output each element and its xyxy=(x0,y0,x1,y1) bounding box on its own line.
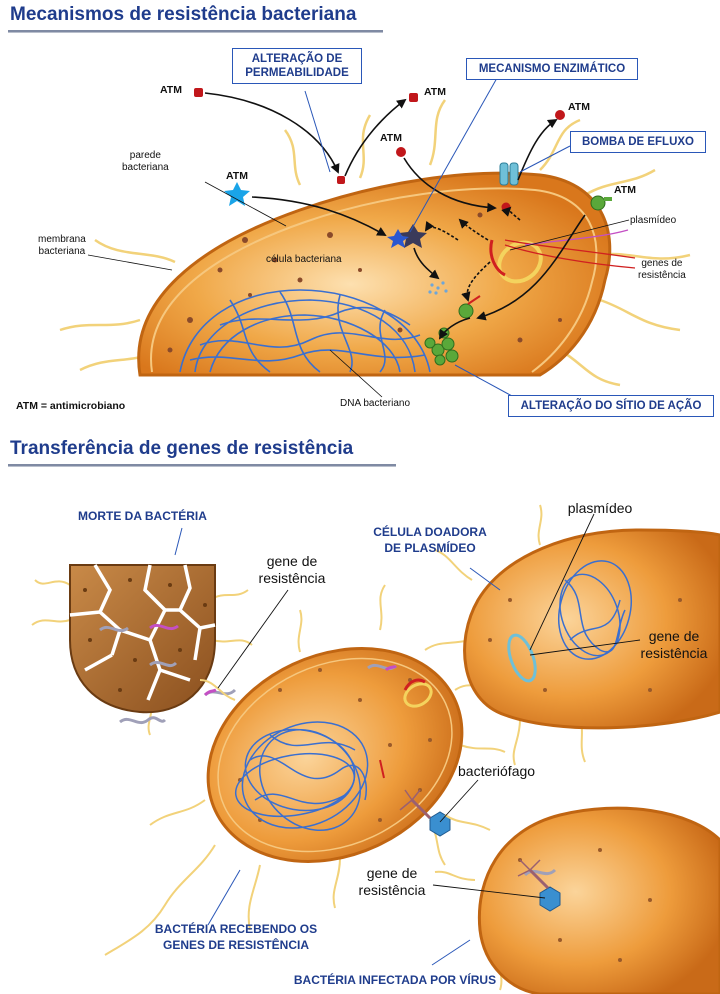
label-gene-3-line2: resistência xyxy=(352,882,432,899)
label-gene-1-line1: gene de xyxy=(252,553,332,570)
legend-atm: ATM = antimicrobiano xyxy=(16,400,125,413)
label-membrane-line1: membrana xyxy=(38,234,86,246)
label-membrane-line2: bacteriana xyxy=(38,246,86,258)
label-gene-1: gene de resistência xyxy=(252,553,332,587)
atm-at-pump xyxy=(502,203,511,212)
label-cell-wall-line1: parede xyxy=(122,150,169,162)
modified-target xyxy=(459,304,473,318)
label-phage: bacteriófago xyxy=(458,763,568,780)
caption-donor-line1: CÉLULA DOADORA xyxy=(360,524,500,540)
label-atm-1: ATM xyxy=(160,84,182,97)
box-permeability-line1: ALTERAÇÃO DE xyxy=(239,52,355,66)
label-gene-2: gene de resistência xyxy=(634,628,714,662)
label-resistance-genes-line2: resistência xyxy=(638,270,686,282)
caption-donor: CÉLULA DOADORA DE PLASMÍDEO xyxy=(360,524,500,556)
label-gene-1-line2: resistência xyxy=(252,570,332,587)
label-gene-2-line1: gene de xyxy=(634,628,714,645)
atm-in-wall xyxy=(337,176,345,184)
caption-receiving-line2: GENES DE RESISTÊNCIA xyxy=(136,937,336,953)
label-cell-wall: parede bacteriana xyxy=(122,150,169,174)
label-atm-5: ATM xyxy=(226,170,248,183)
label-resistance-genes-line1: genes de xyxy=(638,258,686,270)
label-gene-3: gene de resistência xyxy=(352,865,432,899)
box-site: ALTERAÇÃO DO SÍTIO DE AÇÃO xyxy=(508,395,714,417)
label-cell-wall-line2: bacteriana xyxy=(122,162,169,174)
caption-donor-line2: DE PLASMÍDEO xyxy=(360,540,500,556)
label-atm-3: ATM xyxy=(380,132,402,145)
box-enzymatic: MECANISMO ENZIMÁTICO xyxy=(466,58,638,80)
box-permeability: ALTERAÇÃO DE PERMEABILIDADE xyxy=(232,48,362,84)
atm-green-molecule xyxy=(591,196,605,210)
label-bacterial-dna: DNA bacteriano xyxy=(340,398,410,410)
infected-bacterium xyxy=(435,808,720,994)
label-gene-2-line2: resistência xyxy=(634,645,714,662)
section2-title-rule xyxy=(8,464,396,467)
label-plasmid-1: plasmídeo xyxy=(630,215,676,227)
free-gene-2 xyxy=(120,718,165,723)
label-plasmid-2: plasmídeo xyxy=(560,500,640,517)
atm-red-molecule-2 xyxy=(409,93,418,102)
label-bacterial-cell: célula bacteriana xyxy=(266,254,342,266)
caption-death: MORTE DA BACTÉRIA xyxy=(78,508,278,524)
atm-red-molecule-4 xyxy=(555,110,565,120)
caption-infected: BACTÉRIA INFECTADA POR VÍRUS xyxy=(250,972,540,988)
atm-red-molecule-3 xyxy=(396,147,406,157)
label-resistance-genes: genes de resistência xyxy=(638,258,686,282)
label-atm-4: ATM xyxy=(568,101,590,114)
section2-title: Transferência de genes de resistência xyxy=(10,438,353,460)
label-gene-3-line1: gene de xyxy=(352,865,432,882)
label-membrane: membrana bacteriana xyxy=(38,234,86,258)
dead-bacterium xyxy=(32,565,252,735)
caption-receiving-line1: BACTÉRIA RECEBENDO OS xyxy=(136,921,336,937)
box-efflux: BOMBA DE EFLUXO xyxy=(570,131,706,153)
label-atm-6: ATM xyxy=(614,184,636,197)
box-permeability-line2: PERMEABILIDADE xyxy=(239,66,355,80)
caption-receiving: BACTÉRIA RECEBENDO OS GENES DE RESISTÊNC… xyxy=(136,921,336,953)
atm-red-molecule-1 xyxy=(194,88,203,97)
label-atm-2: ATM xyxy=(424,86,446,99)
